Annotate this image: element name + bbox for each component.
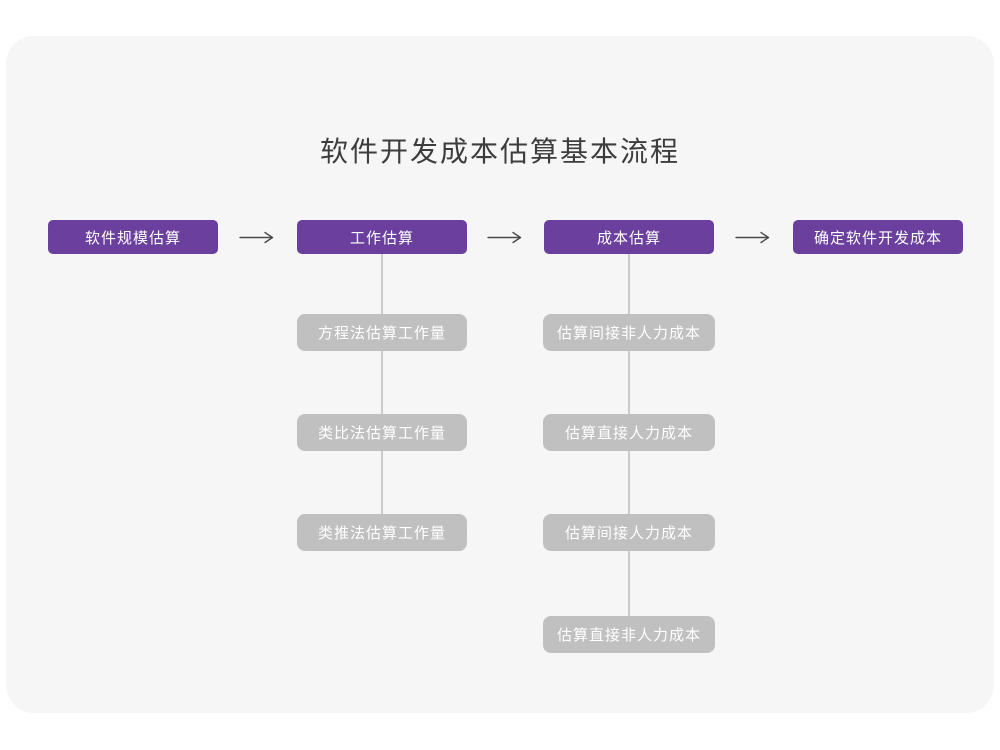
arrow-right-icon xyxy=(487,231,522,244)
substep-indirect-nonlabor-cost[interactable]: 估算间接非人力成本 xyxy=(543,314,715,351)
arrow-right-icon xyxy=(239,231,274,244)
substep-indirect-labor-cost[interactable]: 估算间接人力成本 xyxy=(543,514,715,551)
diagram-title: 软件开发成本估算基本流程 xyxy=(319,136,680,167)
step-determine-development-cost[interactable]: 确定软件开发成本 xyxy=(793,220,963,254)
substep-direct-nonlabor-cost[interactable]: 估算直接非人力成本 xyxy=(543,616,715,653)
step-cost-estimation[interactable]: 成本估算 xyxy=(544,220,714,254)
substep-analogy-method[interactable]: 类比法估算工作量 xyxy=(297,414,467,451)
substep-extrapolation-method[interactable]: 类推法估算工作量 xyxy=(297,514,467,551)
substep-equation-method[interactable]: 方程法估算工作量 xyxy=(297,314,467,351)
arrow-right-icon xyxy=(735,231,770,244)
step-software-scale-estimation[interactable]: 软件规模估算 xyxy=(48,220,218,254)
connector-line-work-estimation xyxy=(381,254,383,516)
substep-direct-labor-cost[interactable]: 估算直接人力成本 xyxy=(543,414,715,451)
step-work-estimation[interactable]: 工作估算 xyxy=(297,220,467,254)
flowchart-canvas: 软件开发成本估算基本流程 软件规模估算 工作估算 成本估算 确定软件开发成本 方… xyxy=(6,36,994,713)
